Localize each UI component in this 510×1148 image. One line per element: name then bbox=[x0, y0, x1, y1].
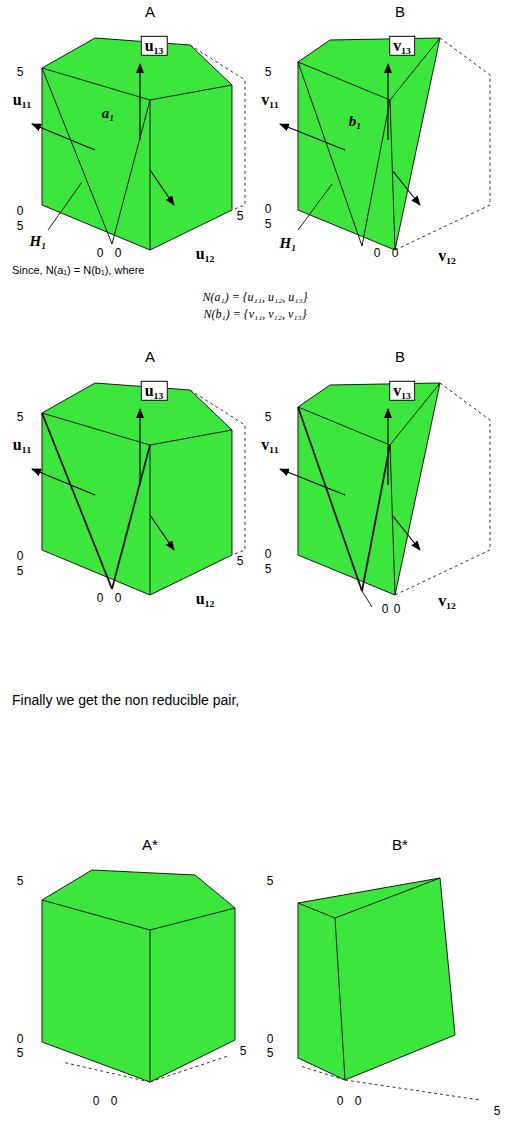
plane-label: H₁ bbox=[30, 233, 47, 250]
vector-label: v₁₁ bbox=[261, 91, 279, 109]
vector-label: u₁₃ bbox=[141, 381, 168, 401]
axis-tick: 5 bbox=[267, 875, 274, 889]
caption-text: Since, N(a₁) = N(b₁), where bbox=[12, 264, 144, 277]
axis-tick: 5 bbox=[240, 1045, 247, 1059]
panel-title: A bbox=[145, 3, 155, 20]
panel-title: B* bbox=[392, 836, 408, 853]
panel-title: B bbox=[395, 3, 405, 20]
axis-tick: 0 bbox=[265, 203, 272, 217]
axis-tick: 5 bbox=[265, 563, 272, 577]
vector-label: u₁₂ bbox=[196, 590, 215, 608]
axis-tick: 0 bbox=[337, 1095, 344, 1109]
axis-tick: 5 bbox=[237, 555, 244, 569]
axis-tick: 5 bbox=[265, 218, 272, 232]
vector-label: v₁₂ bbox=[438, 592, 456, 610]
axis-tick: 0 bbox=[17, 550, 24, 564]
polytope-b-star bbox=[298, 878, 480, 1100]
plane-label: H₁ bbox=[280, 235, 297, 252]
axis-tick: 0 bbox=[17, 1033, 24, 1047]
axis-tick: 5 bbox=[17, 220, 24, 234]
vector-label: u₁₃ bbox=[141, 36, 168, 56]
axis-tick: 0 bbox=[17, 205, 24, 219]
axis-tick: 0 bbox=[93, 1095, 100, 1109]
point-label: b₁ bbox=[349, 113, 362, 130]
axis-tick: 0 bbox=[115, 592, 122, 606]
panel-title: B bbox=[395, 348, 405, 365]
polytope-b-reduced bbox=[280, 383, 490, 607]
axis-tick: 0 bbox=[374, 247, 381, 261]
vector-label: u₁₁ bbox=[13, 436, 32, 454]
axis-tick: 5 bbox=[17, 565, 24, 579]
vector-label: v₁₃ bbox=[389, 36, 415, 56]
axis-tick: 5 bbox=[17, 411, 24, 425]
axis-tick: 0 bbox=[355, 1095, 362, 1109]
axis-tick: 5 bbox=[265, 411, 272, 425]
caption-text: Finally we get the non reducible pair, bbox=[12, 692, 239, 708]
formula: N(b₁) = {v₁₁, v₁₂, v₁₃} bbox=[204, 308, 307, 322]
axis-tick: 0 bbox=[267, 1033, 274, 1047]
vector-label: u₁₁ bbox=[13, 91, 32, 109]
polytope-a-reduced bbox=[32, 383, 245, 595]
vector-label: u₁₂ bbox=[196, 245, 215, 263]
axis-tick: 0 bbox=[265, 548, 272, 562]
axis-tick: 0 bbox=[382, 603, 389, 617]
vector-label: v₁₂ bbox=[438, 247, 456, 265]
vector-label: v₁₁ bbox=[261, 436, 279, 454]
axis-tick: 5 bbox=[17, 875, 24, 889]
panel-title: A bbox=[145, 348, 155, 365]
vector-label: v₁₃ bbox=[389, 381, 415, 401]
axis-tick: 5 bbox=[265, 66, 272, 80]
panel-title: A* bbox=[142, 836, 158, 853]
axis-tick: 5 bbox=[17, 1047, 24, 1061]
axis-tick: 5 bbox=[267, 1047, 274, 1061]
polytope-a bbox=[32, 38, 245, 250]
axis-tick: 5 bbox=[237, 210, 244, 224]
axis-tick: 0 bbox=[97, 592, 104, 606]
axis-tick: 0 bbox=[392, 247, 399, 261]
polytope-a-star bbox=[42, 870, 235, 1082]
axis-tick: 0 bbox=[111, 1095, 118, 1109]
point-label: a₁ bbox=[102, 105, 115, 122]
axis-tick: 0 bbox=[115, 247, 122, 261]
formula: N(a₁) = {u₁₁, u₁₂, u₁₃} bbox=[203, 291, 308, 305]
axis-tick: 0 bbox=[394, 603, 401, 617]
polytope-b bbox=[280, 38, 490, 250]
axis-tick: 5 bbox=[17, 66, 24, 80]
axis-tick: 5 bbox=[494, 1105, 501, 1119]
axis-tick: 0 bbox=[97, 247, 104, 261]
